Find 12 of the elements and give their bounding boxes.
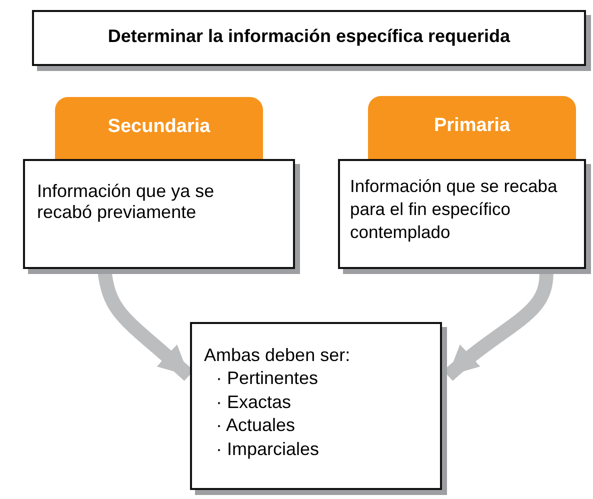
description-text: Información que ya se recabó previamente — [37, 181, 216, 223]
title-text: Determinar la información específica requerida — [106, 26, 512, 47]
category-tab — [368, 96, 576, 160]
tab-label: Primaria — [432, 115, 512, 137]
description-text: Ambas deben ser: — [204, 344, 350, 367]
description-text: Información que se recaba para el fin específico contemplado — [350, 175, 558, 244]
category-tab — [55, 97, 263, 160]
list-item: · Pertinentes — [215, 367, 318, 390]
list-item: · Exactas — [215, 390, 292, 414]
tab-label: Secundaria — [106, 116, 212, 138]
list-item: · Actuales — [215, 414, 296, 438]
list-item: · Imparciales — [215, 438, 320, 461]
